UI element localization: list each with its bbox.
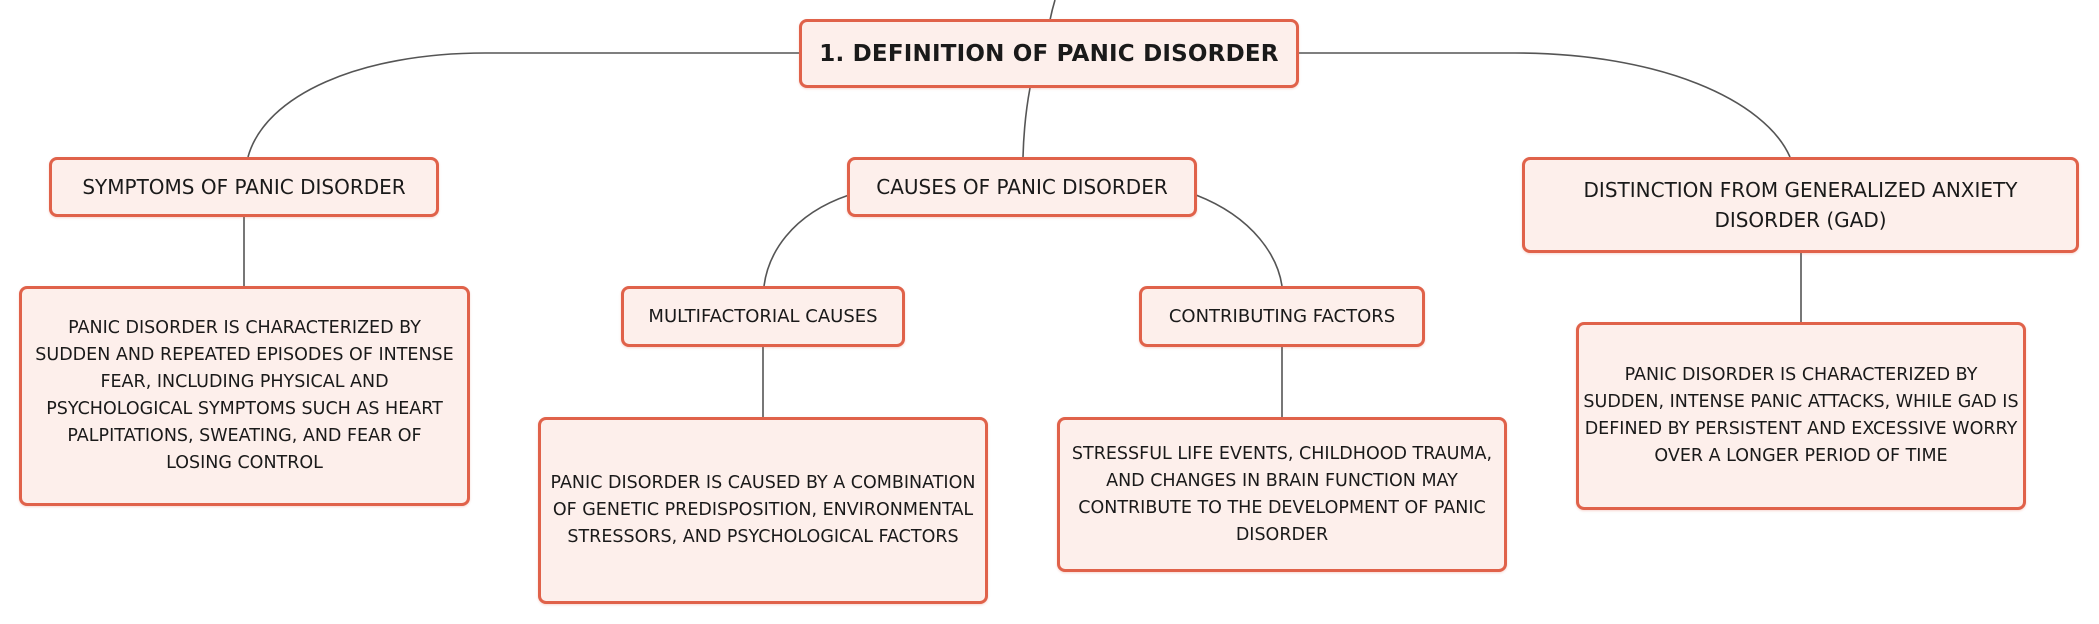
- symptoms-detail-node[interactable]: PANIC DISORDER IS CHARACTERIZED BY SUDDE…: [19, 286, 470, 506]
- contributing-detail-node[interactable]: STRESSFUL LIFE EVENTS, CHILDHOOD TRAUMA,…: [1057, 417, 1507, 572]
- root-node-label: 1. DEFINITION OF PANIC DISORDER: [819, 40, 1279, 67]
- symptoms-detail-text: PANIC DISORDER IS CHARACTERIZED BY SUDDE…: [35, 318, 454, 473]
- contributing-factors-node[interactable]: CONTRIBUTING FACTORS: [1139, 286, 1425, 347]
- multifactorial-detail-node[interactable]: PANIC DISORDER IS CAUSED BY A COMBINATIO…: [538, 417, 988, 604]
- distinction-node-label: DISTINCTION FROM GENERALIZED ANXIETY DIS…: [1583, 178, 2018, 232]
- symptoms-node-label: SYMPTOMS OF PANIC DISORDER: [82, 175, 406, 199]
- causes-node-label: CAUSES OF PANIC DISORDER: [876, 175, 1168, 199]
- contributing-factors-label: CONTRIBUTING FACTORS: [1168, 306, 1396, 327]
- distinction-detail-node[interactable]: PANIC DISORDER IS CHARACTERIZED BY SUDDE…: [1576, 322, 2026, 510]
- multifactorial-causes-label: MULTIFACTORIAL CAUSES: [648, 306, 878, 327]
- causes-node[interactable]: CAUSES OF PANIC DISORDER: [847, 157, 1197, 217]
- symptoms-node[interactable]: SYMPTOMS OF PANIC DISORDER: [49, 157, 439, 217]
- connector-parent-to-root: [1049, 0, 1056, 21]
- connector-root-to-symptoms: [247, 52, 800, 158]
- connector-root-to-distinction: [1298, 52, 1791, 158]
- multifactorial-detail-text: PANIC DISORDER IS CAUSED BY A COMBINATIO…: [550, 473, 976, 547]
- connector-causes-to-multifactorial: [763, 194, 850, 287]
- multifactorial-causes-node[interactable]: MULTIFACTORIAL CAUSES: [621, 286, 905, 347]
- distinction-detail-text: PANIC DISORDER IS CHARACTERIZED BY SUDDE…: [1583, 365, 2019, 466]
- connector-root-to-causes: [1022, 87, 1031, 158]
- contributing-detail-text: STRESSFUL LIFE EVENTS, CHILDHOOD TRAUMA,…: [1071, 443, 1493, 545]
- root-node[interactable]: 1. DEFINITION OF PANIC DISORDER: [799, 19, 1299, 88]
- distinction-node[interactable]: DISTINCTION FROM GENERALIZED ANXIETY DIS…: [1522, 157, 2079, 253]
- connector-causes-to-contributing: [1195, 194, 1283, 287]
